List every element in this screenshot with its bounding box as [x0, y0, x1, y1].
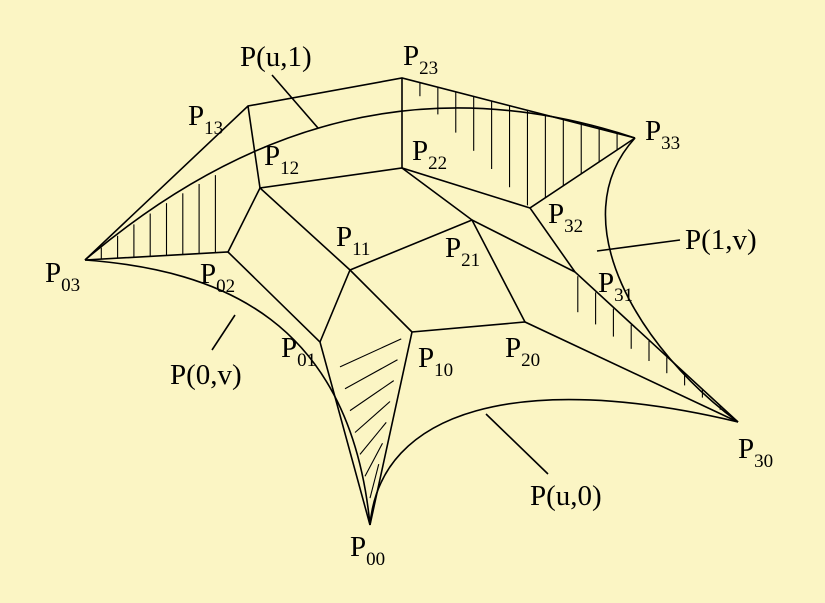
- label-p-u-0: P(u,0): [530, 480, 602, 512]
- curve-p-u-1: [84, 107, 636, 261]
- label-p30: P30: [738, 433, 773, 472]
- net-row-1: [247, 105, 413, 333]
- label-p-0-v: P(0,v): [170, 359, 242, 391]
- label-p22: P22: [412, 135, 447, 174]
- hatch-line: [344, 359, 398, 390]
- leader-p-1-v: [596, 239, 681, 252]
- label-p33: P33: [645, 115, 680, 154]
- control-net: [84, 77, 739, 526]
- net-col-0: [369, 321, 739, 526]
- leader-p-u-1: [271, 74, 319, 129]
- curve-p-0-v: [84, 259, 371, 526]
- leader-p-0-v: [211, 314, 236, 351]
- label-p00: P00: [350, 531, 385, 570]
- label-p12: P12: [264, 140, 299, 179]
- hatch-line: [359, 422, 387, 455]
- hatch-line: [369, 463, 380, 499]
- net-col-3: [84, 77, 636, 261]
- label-p11: P11: [336, 221, 370, 260]
- label-p23: P23: [403, 40, 438, 79]
- net-row-2: [401, 78, 526, 323]
- net-col-1: [319, 219, 576, 343]
- net-row-3: [528, 137, 739, 423]
- label-p13: P13: [188, 100, 223, 139]
- hatched-regions: [100, 82, 721, 499]
- leader-p-u-0: [485, 413, 549, 475]
- hatch-line: [339, 338, 402, 368]
- curve-p-u-0: [369, 398, 739, 526]
- net-row-0: [84, 251, 371, 526]
- label-p21: P21: [445, 232, 480, 271]
- label-p10: P10: [418, 342, 453, 381]
- label-p31: P31: [598, 267, 633, 306]
- net-col-2: [227, 167, 531, 253]
- label-p20: P20: [505, 332, 540, 371]
- label-p-u-1: P(u,1): [240, 41, 312, 73]
- label-p01: P01: [281, 332, 316, 371]
- leader-lines: [211, 74, 681, 475]
- hatch-line: [354, 401, 391, 433]
- label-p02: P02: [200, 258, 235, 297]
- label-p32: P32: [548, 198, 583, 237]
- label-p03: P03: [45, 257, 80, 296]
- curve-labels: P(u,1) P(1,v) P(0,v) P(u,0): [170, 41, 757, 512]
- boundary-curves: [84, 107, 739, 526]
- hatch-line: [349, 380, 395, 412]
- curve-p-1-v: [604, 137, 739, 423]
- label-p-1-v: P(1,v): [685, 224, 757, 256]
- control-point-labels: P00 P01 P02 P03 P10 P11 P12 P13 P20 P21 …: [45, 40, 773, 570]
- hatch-line: [364, 442, 383, 477]
